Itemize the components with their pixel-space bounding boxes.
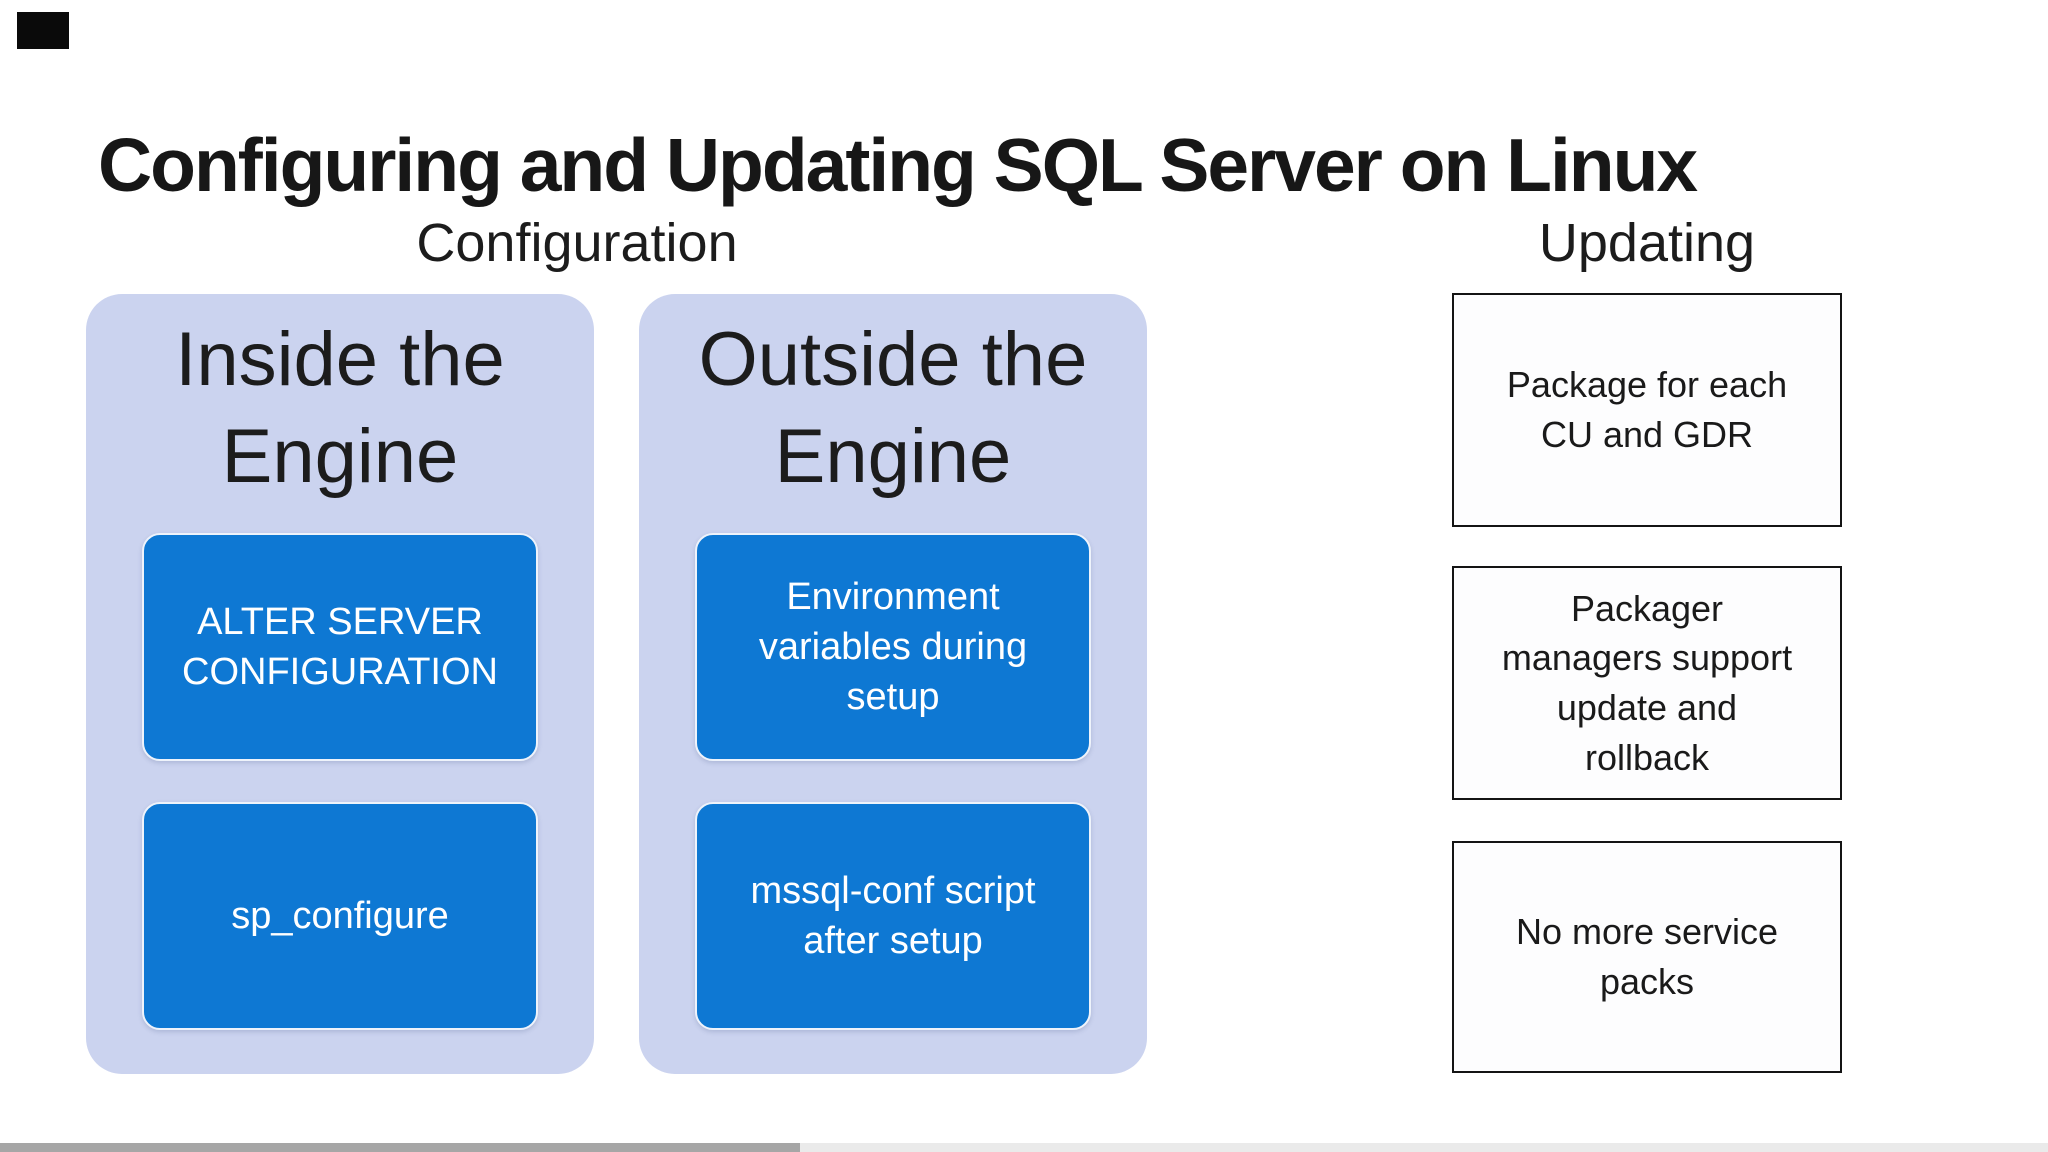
box-mssql-conf-script-label: mssql-conf script after setup	[750, 869, 1036, 962]
slide-title: Configuring and Updating SQL Server on L…	[98, 123, 1698, 208]
box-environment-variables: Environment variables during setup	[695, 533, 1091, 761]
progress-bar-played[interactable]	[0, 1143, 800, 1152]
panel-outside-the-engine: Outside the Engine Environment variables…	[639, 294, 1147, 1074]
box-no-more-service-packs-label: No more service packs	[1515, 911, 1779, 1002]
box-no-more-service-packs: No more service packs	[1452, 841, 1842, 1073]
box-environment-variables-label: Environment variables during setup	[758, 575, 1028, 719]
panel-heading-outside: Outside the Engine	[698, 317, 1088, 499]
video-overlay-artifact	[17, 12, 69, 49]
box-package-managers-update-rollback: Packager managers support update and rol…	[1452, 566, 1842, 800]
box-mssql-conf-script: mssql-conf script after setup	[695, 802, 1091, 1030]
box-package-for-each-cu-gdr-label: Package for each CU and GDR	[1506, 364, 1788, 455]
progress-bar-remaining[interactable]	[800, 1143, 2048, 1152]
panel-heading-inside: Inside the Engine	[175, 317, 505, 499]
box-sp-configure: sp_configure	[142, 802, 538, 1030]
box-sp-configure-label: sp_configure	[231, 894, 449, 937]
box-package-for-each-cu-gdr: Package for each CU and GDR	[1452, 293, 1842, 527]
box-alter-server-configuration: ALTER SERVER CONFIGURATION	[142, 533, 538, 761]
box-alter-server-configuration-label: ALTER SERVER CONFIGURATION	[182, 600, 498, 693]
box-package-managers-update-rollback-label: Packager managers support update and rol…	[1501, 587, 1793, 778]
updating-section-label: Updating	[1538, 213, 1756, 273]
panel-inside-the-engine: Inside the Engine ALTER SERVER CONFIGURA…	[86, 294, 594, 1074]
configuration-section-label: Configuration	[416, 213, 738, 273]
